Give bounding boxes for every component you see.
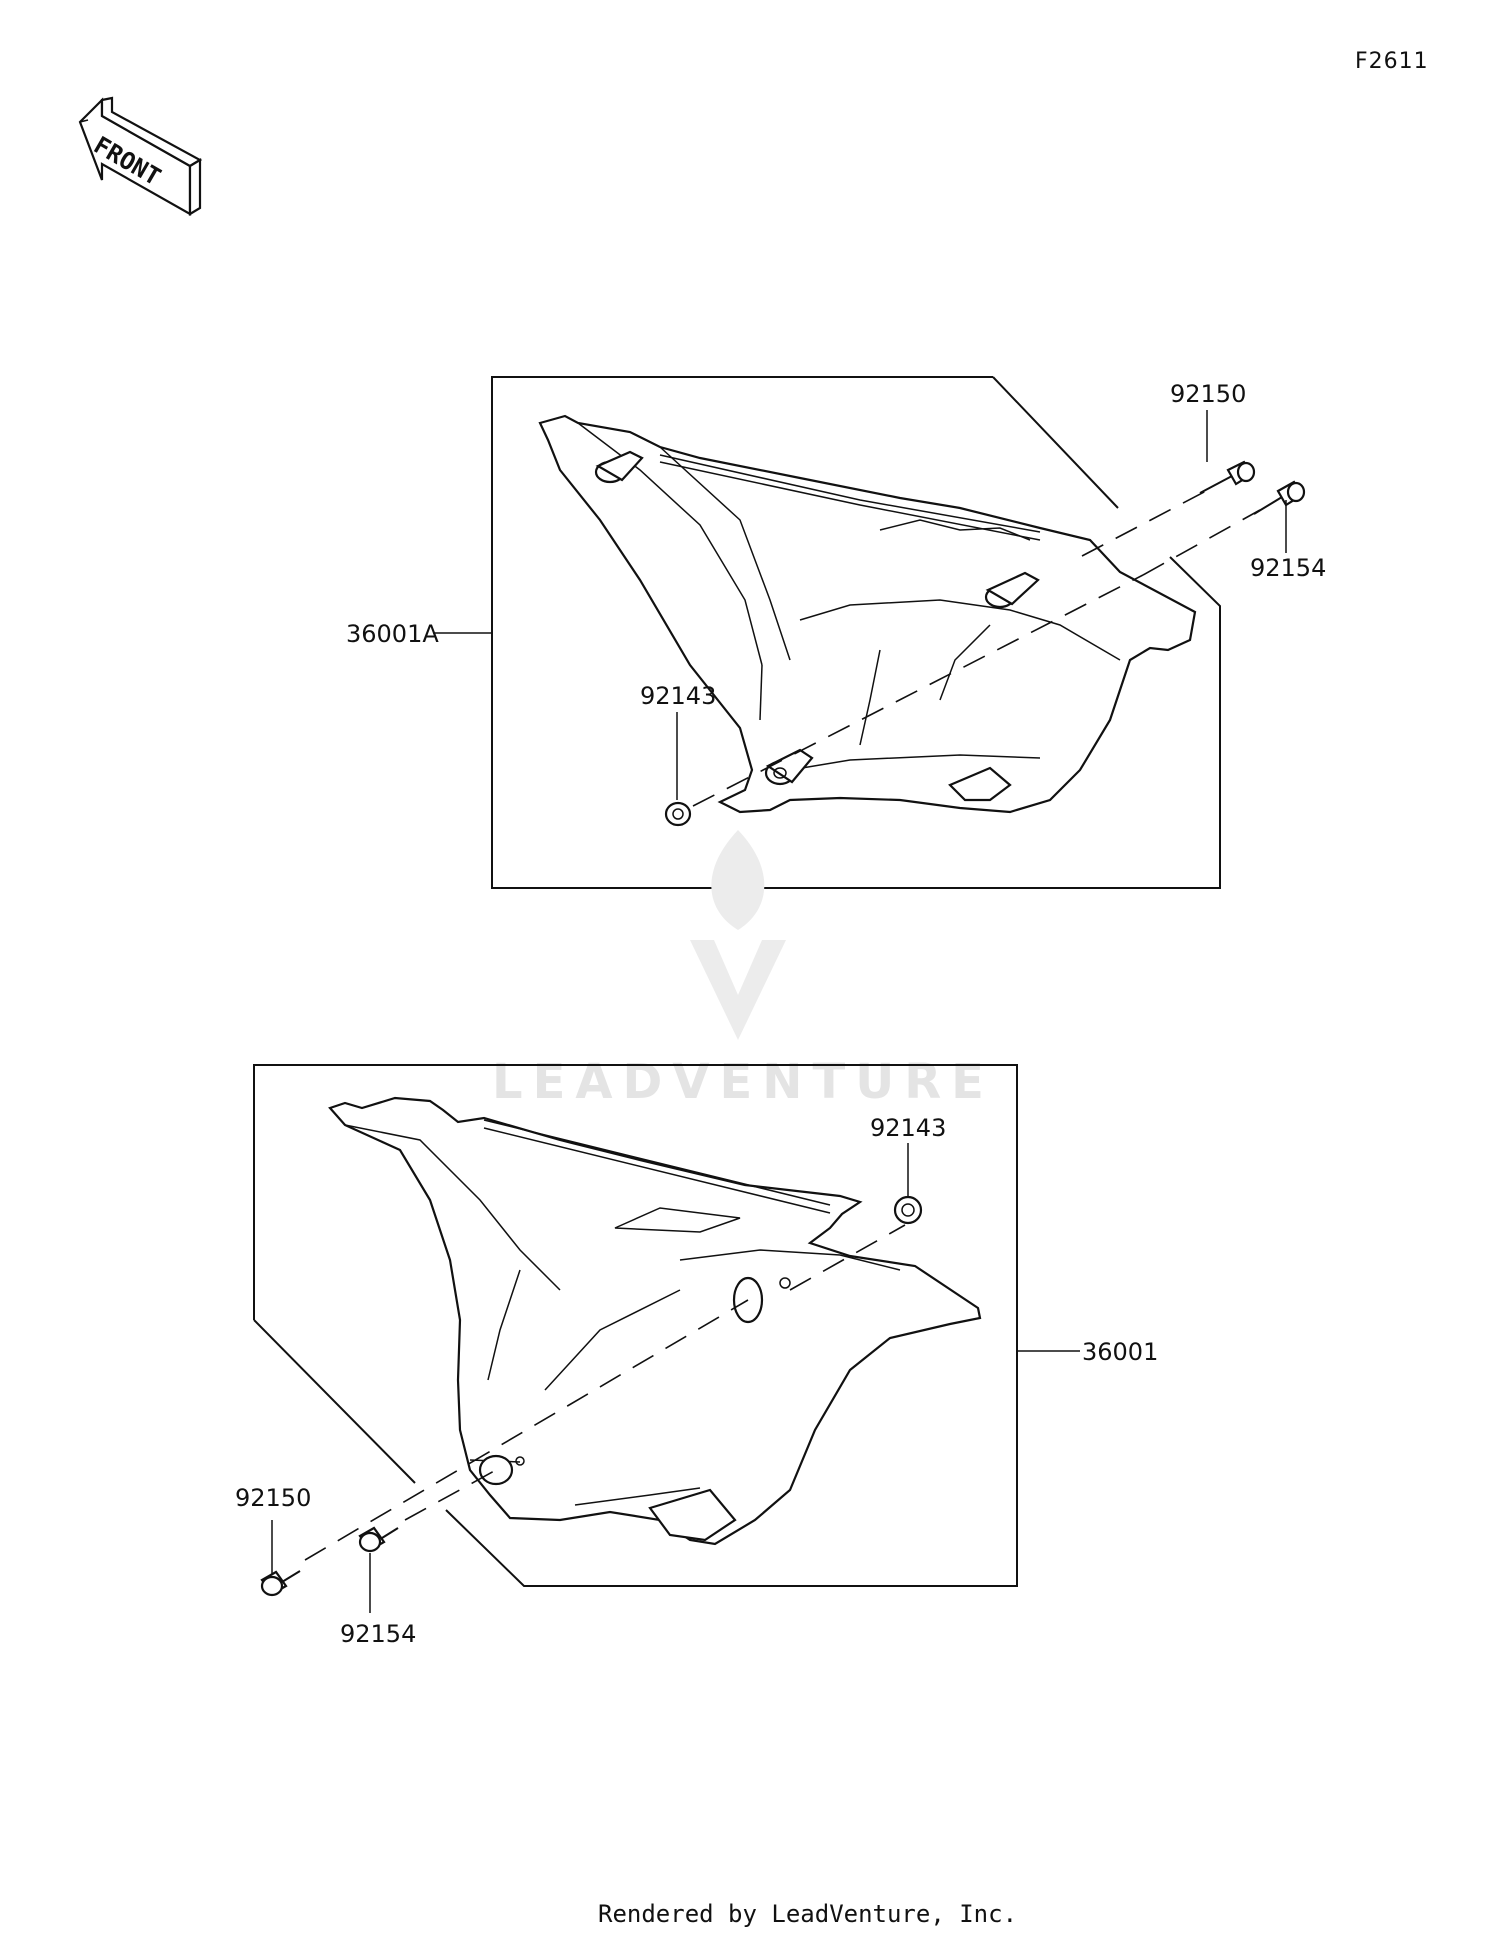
- upper-boss-low: [764, 748, 814, 786]
- upper-boss-top: [594, 450, 644, 484]
- callout-92143-upper: 92143: [640, 682, 716, 710]
- grommet-92143-lower: [893, 1195, 923, 1225]
- bolt-92154-upper: [1253, 480, 1306, 515]
- callout-92150-lower: 92150: [235, 1484, 311, 1512]
- bolt-92150-upper: [1199, 460, 1256, 494]
- watermark-text: LEADVENTURE: [492, 1054, 994, 1110]
- footer-credit: Rendered by LeadVenture, Inc.: [598, 1900, 1017, 1928]
- side-cover-36001A: [538, 414, 1197, 814]
- lower-hole-lower: [478, 1454, 525, 1486]
- callout-36001A: 36001A: [346, 620, 439, 648]
- upper-boss-mid: [984, 571, 1040, 609]
- side-cover-36001: [328, 1096, 982, 1546]
- grommet-92143-upper: [664, 801, 692, 827]
- callout-92150-upper: 92150: [1170, 380, 1246, 408]
- callout-92154-lower: 92154: [340, 1620, 416, 1648]
- callout-92143-lower: 92143: [870, 1114, 946, 1142]
- lower-assembly: [253, 1064, 1080, 1613]
- callout-92154-upper: 92154: [1250, 554, 1326, 582]
- leadventure-watermark-icon: [690, 830, 786, 1040]
- lower-bracket-box: [253, 1064, 1018, 1587]
- upper-assembly: [433, 376, 1306, 889]
- callout-36001: 36001: [1082, 1338, 1158, 1366]
- upper-bracket-box: [491, 376, 1221, 889]
- figure-id: F2611: [1355, 49, 1429, 74]
- bolt-92154-lower: [358, 1526, 399, 1553]
- bolt-92150-lower: [260, 1570, 301, 1597]
- front-arrow-icon: [78, 96, 203, 216]
